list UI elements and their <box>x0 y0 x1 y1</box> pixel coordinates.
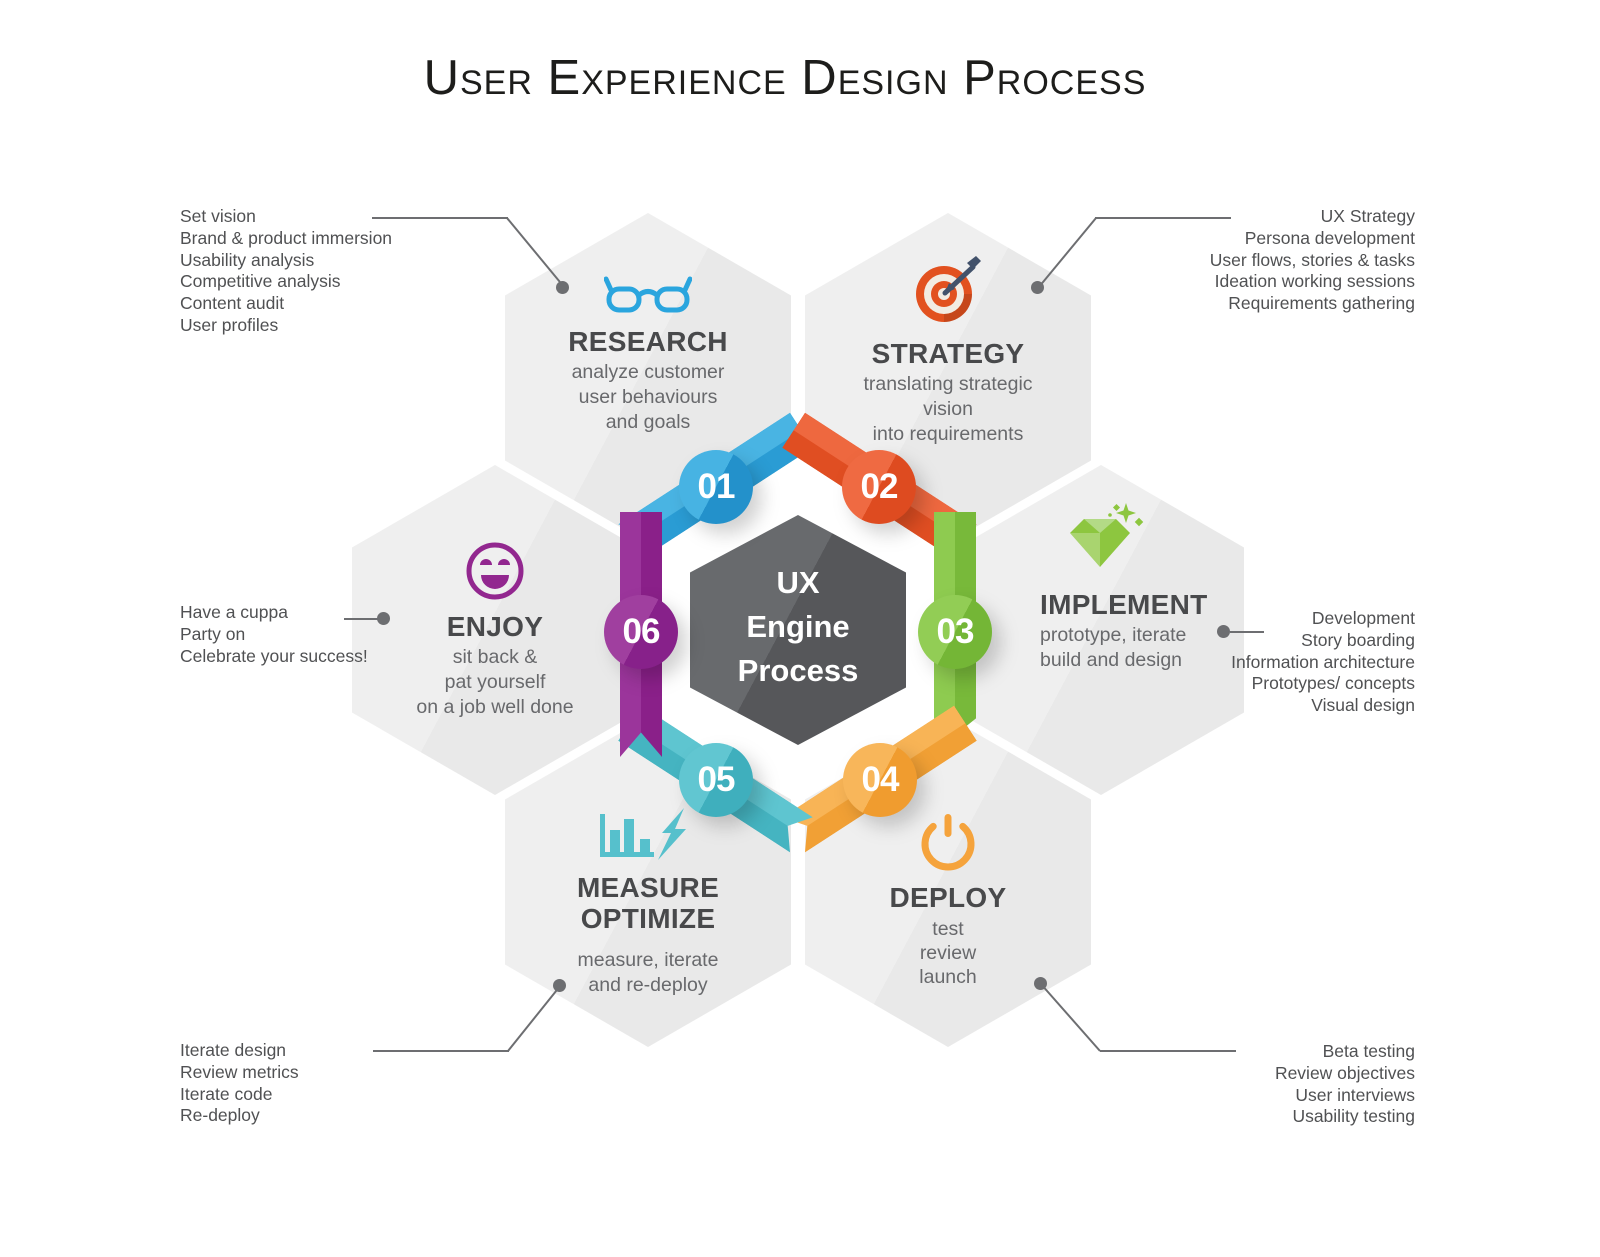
connector-dot-strategy <box>1031 281 1044 294</box>
chart-bolt-icon <box>600 808 686 860</box>
connector-dot-research <box>556 281 569 294</box>
target-icon <box>916 256 981 322</box>
stage-description: prototype, iterate build and design <box>1040 624 1187 671</box>
stage-description: translating strategic vision into requir… <box>863 373 1033 445</box>
stage-title: STRATEGY <box>871 338 1025 369</box>
stage-description: analyze customer user behaviours and goa… <box>571 361 725 433</box>
stage-description: measure, iterate and re-deploy <box>577 949 719 996</box>
connector-top-right-line <box>1095 217 1231 219</box>
connector-dot-deploy <box>1034 977 1047 990</box>
step-badge-05: 05 <box>679 743 753 817</box>
callout-enjoy-items: Have a cuppa Party on Celebrate your suc… <box>180 602 368 666</box>
step-badge-06: 06 <box>604 595 678 669</box>
callout-measure-items: Iterate design Review metrics Iterate co… <box>180 1040 299 1126</box>
connector-mid-right-line <box>1230 631 1264 633</box>
connector-top-left-line <box>372 217 508 219</box>
center-hexagon: UX Engine Process <box>690 515 906 745</box>
stage-title: ENJOY <box>446 611 544 642</box>
diamond-icon <box>1070 503 1144 567</box>
smiley-icon <box>466 542 524 600</box>
step-badge-03: 03 <box>918 595 992 669</box>
stage-title: MEASURE OPTIMIZE <box>576 872 720 934</box>
callout-strategy-items: UX Strategy Persona development User flo… <box>1209 206 1415 314</box>
stage-implement: IMPLEMENT prototype, iterate build and d… <box>1040 503 1260 673</box>
stage-enjoy: ENJOY sit back & pat yourself on a job w… <box>352 541 638 720</box>
stage-measure: MEASURE OPTIMIZE measure, iterate and re… <box>505 806 791 998</box>
connector-dot-measure <box>553 979 566 992</box>
stage-strategy: STRATEGY translating strategic vision in… <box>805 256 1091 447</box>
page-title: User Experience Design Process <box>423 51 1147 105</box>
power-icon <box>921 814 975 871</box>
stage-title: DEPLOY <box>889 882 1007 913</box>
stage-description: sit back & pat yourself on a job well do… <box>416 646 574 718</box>
connector-bottom-left-line <box>373 1050 509 1052</box>
glasses-icon <box>604 276 692 313</box>
stage-deploy: DEPLOY test review launch <box>805 808 1091 989</box>
stage-title: IMPLEMENT <box>1040 589 1208 620</box>
callout-implement-items: Development Story boarding Information a… <box>1231 608 1415 716</box>
callout-deploy-items: Beta testing Review objectives User inte… <box>1274 1041 1415 1127</box>
step-badge-02: 02 <box>842 450 916 524</box>
step-badge-01: 01 <box>679 450 753 524</box>
connector-mid-left-line <box>344 618 378 620</box>
stage-description: test review launch <box>919 918 977 988</box>
stage-title: RESEARCH <box>568 326 728 357</box>
callout-research-items: Set vision Brand & product immersion Usa… <box>180 206 393 335</box>
connector-bottom-right-line <box>1100 1050 1236 1052</box>
connector-bottom-right-diagonal <box>1040 983 1101 1052</box>
step-badge-04: 04 <box>843 743 917 817</box>
connector-dot-enjoy <box>377 612 390 625</box>
center-hexagon-label: UX Engine Process <box>737 565 859 688</box>
connector-dot-implement <box>1217 625 1230 638</box>
stage-research: RESEARCH analyze customer user behaviour… <box>505 274 791 435</box>
